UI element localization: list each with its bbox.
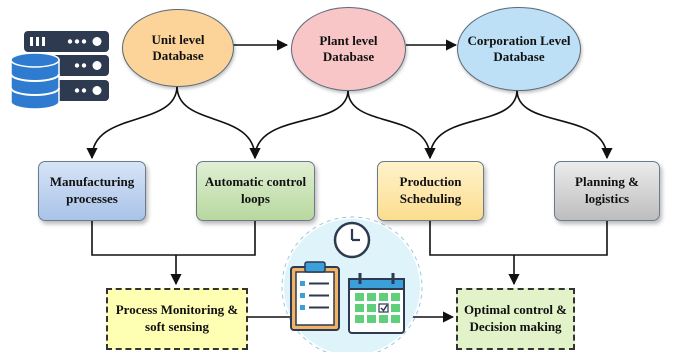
- manufacturing-label: Manufacturing processes: [49, 174, 135, 206]
- planning-label: Planning & logistics: [575, 174, 639, 206]
- plant-level-database: Plant level Database: [291, 7, 406, 91]
- clipboard-checklist-icon: [290, 261, 340, 331]
- arrow-unit-to-manufacturing: [86, 85, 178, 160]
- optimal-label: Optimal control & Decision making: [463, 302, 568, 334]
- monitoring-label: Process Monitoring & soft sensing: [115, 302, 239, 334]
- corporation-level-database: Corporation Level Database: [457, 7, 581, 91]
- arrow-corp-to-production: [424, 89, 518, 160]
- process-monitoring-box: Process Monitoring & soft sensing: [106, 288, 248, 350]
- schedule-illustration: [281, 216, 423, 352]
- production-scheduling-box: Production Scheduling: [377, 161, 484, 221]
- manufacturing-processes-box: Manufacturing processes: [38, 161, 146, 221]
- calendar-icon: [348, 273, 405, 334]
- arrow-unit-to-automatic: [176, 85, 261, 160]
- database-server-icon: [10, 31, 109, 110]
- corp-db-label: Corporation Level Database: [467, 32, 571, 64]
- clock-icon: [333, 221, 371, 259]
- plant-db-label: Plant level Database: [319, 32, 378, 64]
- line-production-to-optimal: [429, 221, 608, 256]
- planning-logistics-box: Planning & logistics: [554, 161, 660, 221]
- arrow-plant-to-production: [347, 89, 436, 160]
- unit-db-label: Unit level Database: [151, 31, 205, 63]
- automatic-control-label: Automatic control loops: [204, 174, 307, 206]
- arrow-plant-to-automatic: [249, 89, 349, 160]
- automatic-control-loops-box: Automatic control loops: [196, 161, 315, 221]
- arrow-corp-to-planning: [516, 89, 613, 160]
- optimal-control-box: Optimal control & Decision making: [456, 288, 575, 350]
- unit-level-database: Unit level Database: [122, 9, 234, 87]
- line-manufacturing-to-monitoring: [91, 221, 256, 256]
- production-label: Production Scheduling: [399, 174, 462, 206]
